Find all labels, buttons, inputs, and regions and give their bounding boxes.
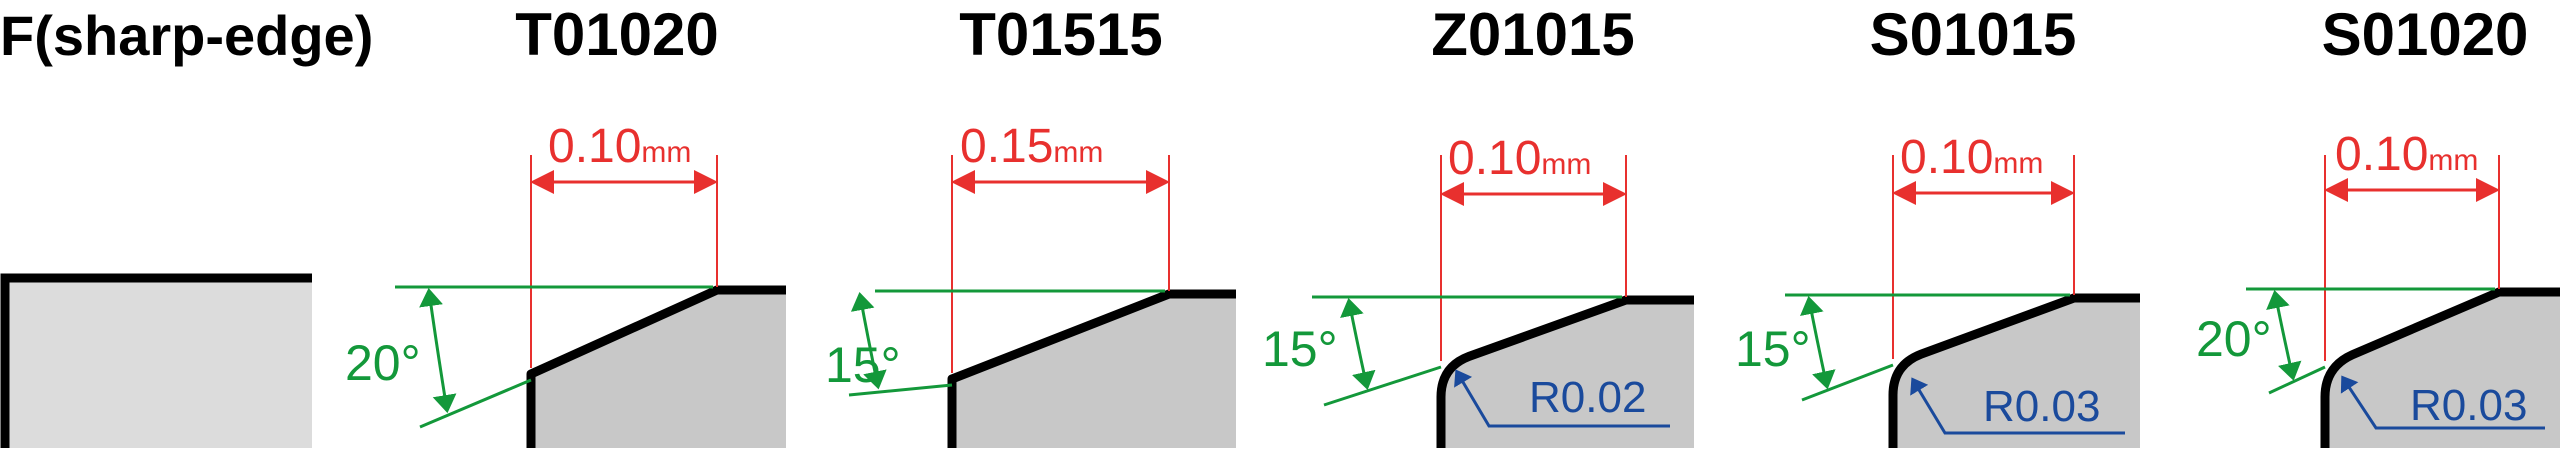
insert-body: [5, 278, 312, 448]
sharp-edge-outline: [0, 273, 312, 448]
width-unit: mm: [641, 136, 691, 169]
angle-chamfer-line: [2268, 365, 2326, 395]
insert-body: [1441, 300, 1694, 448]
chamfer-angle-label: 15°: [825, 337, 901, 393]
hone-radius-label: R0.03: [1983, 382, 2100, 431]
insert-body: [531, 290, 786, 448]
chamfer-outline: [1888, 293, 2140, 448]
width-value: 0.10: [1900, 131, 1993, 184]
radius-leader-arrow: [1454, 369, 1670, 428]
insert-body: [1893, 298, 2140, 448]
chamfer-outline: [1436, 295, 1694, 448]
width-value: 0.15: [960, 120, 1053, 173]
panel-title: Z01015: [1431, 1, 1635, 68]
panel-title: S01020: [2322, 1, 2529, 68]
hone-radius-label: R0.03: [2410, 381, 2527, 430]
chamfer-width-label: 0.10mm: [1448, 132, 1591, 185]
chamfer-width-label: 0.10mm: [1900, 131, 2043, 184]
chamfer-angle-label: 15°: [1262, 321, 1338, 377]
insert-body: [2325, 292, 2560, 448]
angle-arc-arrow: [850, 292, 887, 390]
radius-leader-arrow: [2340, 375, 2545, 430]
chamfer-angle-label: 15°: [1735, 321, 1811, 377]
chamfer-width-label: 0.10mm: [2335, 128, 2478, 181]
chamfer-angle-label: 20°: [345, 335, 421, 391]
chamfer-angle-label: 20°: [2196, 311, 2272, 367]
panel-title: F(sharp-edge): [0, 4, 373, 67]
angle-chamfer-line: [1323, 365, 1442, 407]
angle-arc-arrow: [1340, 298, 1376, 390]
panel-title: S01015: [1870, 1, 2077, 68]
angle-arc-arrow: [2266, 290, 2302, 381]
panel-z01015: Z01015 0.10mm 15° R0.02: [1262, 1, 1694, 448]
width-unit: mm: [1993, 147, 2043, 180]
chamfer-outline: [947, 289, 1236, 448]
panel-t01515: T01515 0.15mm 15°: [825, 1, 1236, 448]
angle-chamfer-line: [1801, 363, 1894, 402]
panel-s01020: S01020 0.10mm 20° R0.03: [2196, 1, 2560, 448]
panel-title: T01515: [959, 1, 1163, 68]
width-value: 0.10: [1448, 132, 1541, 185]
width-unit: mm: [1053, 136, 1103, 169]
angle-arc-arrow: [419, 288, 457, 414]
hone-radius-label: R0.02: [1529, 373, 1646, 422]
width-value: 0.10: [548, 120, 641, 173]
width-unit: mm: [1541, 148, 1591, 181]
width-value: 0.10: [2335, 128, 2428, 181]
angle-chamfer-line: [848, 383, 953, 397]
angle-chamfer-line: [419, 378, 532, 429]
panel-title: T01020: [515, 1, 719, 68]
chamfer-width-label: 0.15mm: [960, 120, 1103, 173]
chamfer-outline: [526, 285, 786, 448]
panel-s01015: S01015 0.10mm 15° R0.03: [1735, 1, 2140, 448]
insert-body: [952, 294, 1236, 448]
chamfer-width-label: 0.10mm: [548, 120, 691, 173]
radius-leader-arrow: [1910, 377, 2125, 435]
angle-arc-arrow: [1800, 296, 1836, 390]
panel-t01020: T01020 0.10mm 20°: [345, 1, 786, 448]
panel-f-sharp-edge: F(sharp-edge): [0, 4, 373, 448]
chamfer-outline: [2320, 287, 2560, 448]
width-unit: mm: [2428, 144, 2478, 177]
